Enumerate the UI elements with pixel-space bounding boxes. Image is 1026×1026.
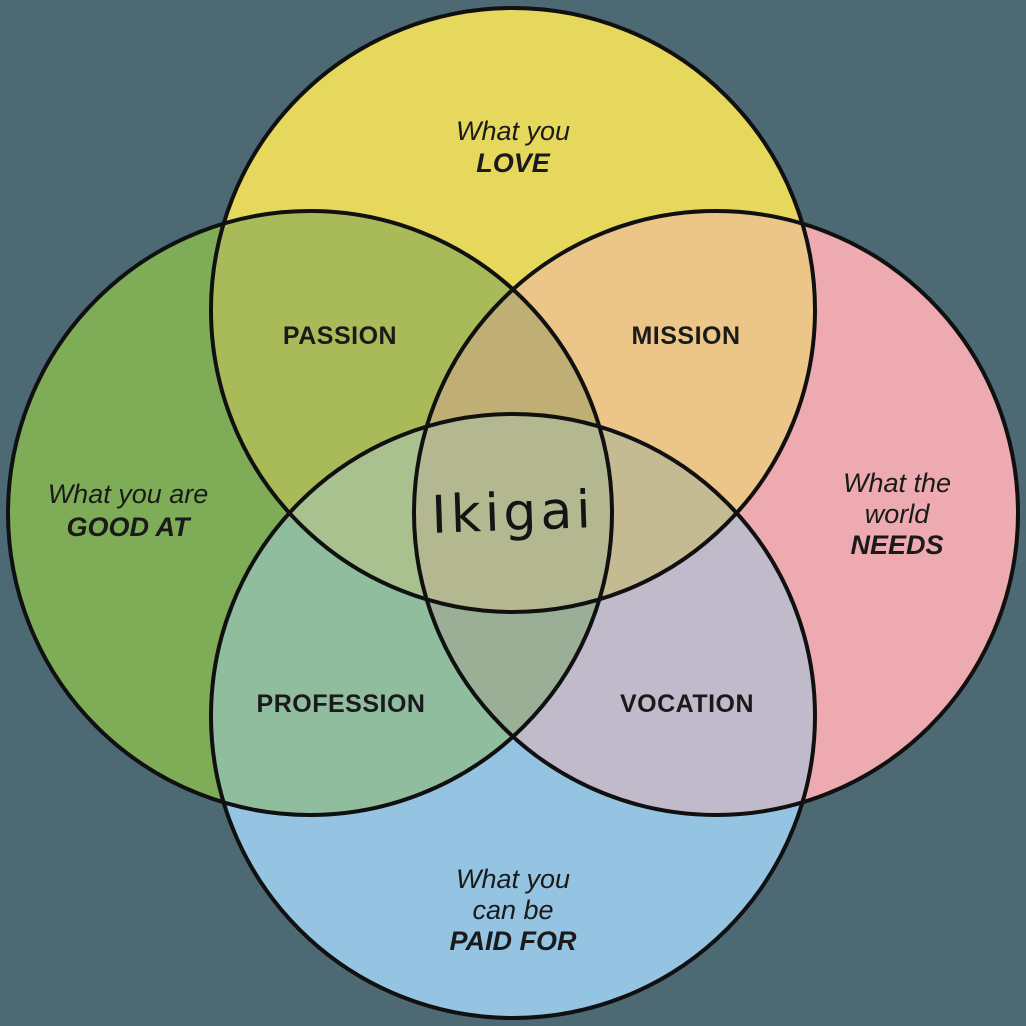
label-paid-for-line1: What you	[456, 864, 570, 894]
label-vocation: VOCATION	[620, 690, 754, 718]
label-needs-line3: NEEDS	[850, 530, 943, 560]
label-good-at-line1: What you are	[48, 479, 209, 509]
region-passion	[210, 210, 513, 513]
intersection-labels: PASSION MISSION PROFESSION VOCATION	[257, 322, 754, 718]
venn-triple-regions	[289, 289, 737, 737]
label-passion: PASSION	[283, 322, 397, 350]
label-ikigai: Ikigai	[430, 480, 595, 546]
label-good-at-line2: GOOD AT	[67, 512, 192, 542]
region-mission	[513, 210, 816, 513]
label-paid-for-line3: PAID FOR	[450, 926, 577, 956]
region-vocation	[513, 513, 816, 816]
region-ikigai-center	[413, 413, 613, 613]
outline-good-at	[6, 209, 614, 817]
label-mission: MISSION	[631, 322, 740, 350]
outline-needs	[412, 209, 1020, 817]
outline-paid-for	[209, 412, 817, 1020]
venn-pair-regions	[210, 210, 816, 816]
label-love-line2: LOVE	[476, 148, 551, 178]
outline-love	[209, 6, 817, 614]
label-paid-for-line2: can be	[472, 895, 553, 925]
region-love-goodat-paidfor	[289, 426, 427, 600]
label-profession: PROFESSION	[257, 690, 426, 718]
label-love-line1: What you	[456, 116, 570, 146]
label-needs-line2: world	[865, 499, 931, 529]
circle-outlines	[6, 6, 1020, 1020]
region-goodat-needs-paidfor	[426, 599, 600, 737]
circle-labels: What you LOVE What you are GOOD AT What …	[48, 116, 951, 956]
region-love-needs-paidfor	[599, 426, 737, 600]
region-love-goodat-needs	[426, 289, 600, 427]
region-profession	[210, 513, 513, 816]
label-needs-line1: What the	[843, 468, 951, 498]
